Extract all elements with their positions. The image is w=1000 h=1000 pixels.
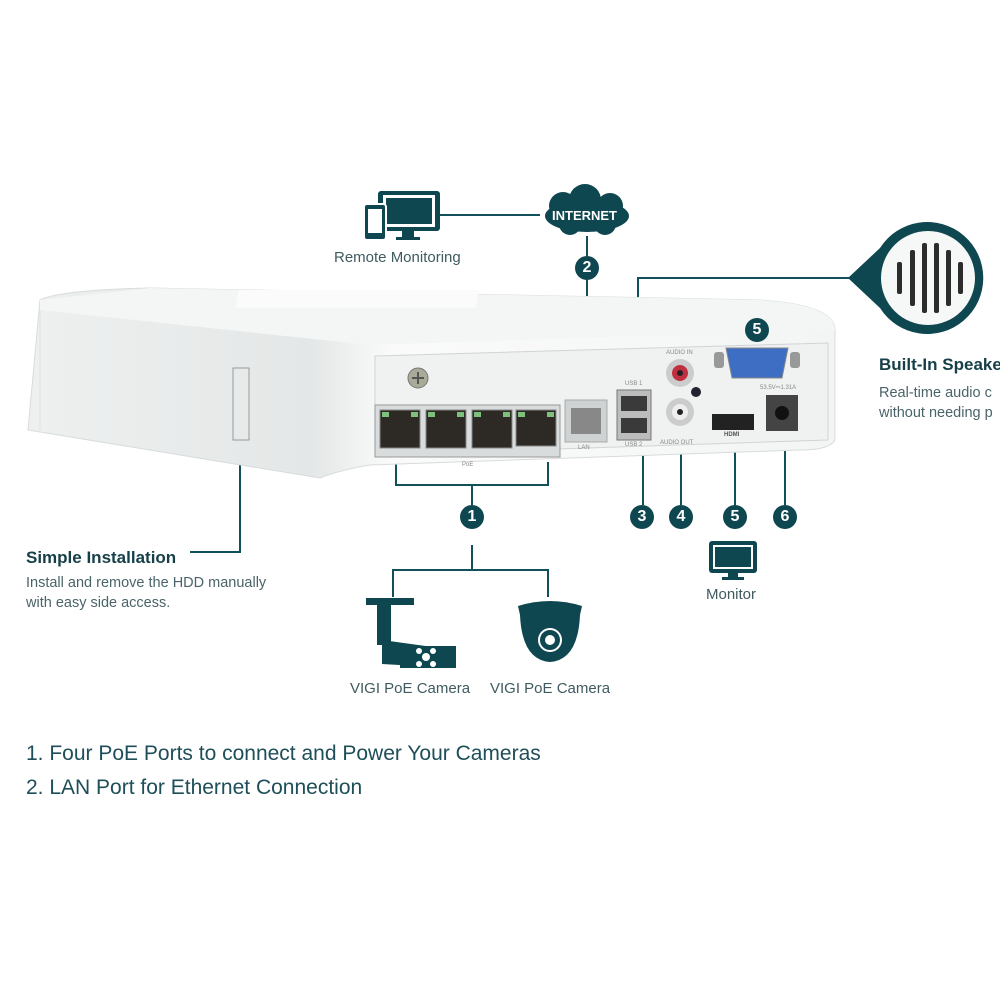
port-label-usb2: USB 2 [625,442,643,448]
speaker-desc-line1: Real-time audio c [879,385,992,401]
feature-item-1: 1. Four PoE Ports to connect and Power Y… [26,742,541,765]
port-label-audio-out: AUDIO OUT [660,440,694,446]
feature-item-2: 2. LAN Port for Ethernet Connection [26,776,363,799]
speaker-title: Built-In Speake [879,355,1000,374]
badge-6: 6 [773,505,797,529]
installation-desc-line2: with easy side access. [26,595,171,611]
badge-4: 4 [669,505,693,529]
monitor-label: Monitor [706,586,757,603]
port-label-lan: LAN [578,445,590,451]
port-label-poe: PoE [462,462,474,468]
speaker-desc-line2: without needing p [879,405,993,421]
installation-desc-line1: Install and remove the HDD manually [26,575,267,591]
port-label-audio-in: AUDIO IN [666,350,693,356]
internet-label: INTERNET [552,208,617,223]
badge-2: 2 [575,256,599,280]
badge-5-hdmi: 5 [723,505,747,529]
badge-1: 1 [460,505,484,529]
port-label-usb1: USB 1 [625,381,643,387]
remote-monitoring-label: Remote Monitoring [334,249,461,266]
camera-label-dome: VIGI PoE Camera [490,680,611,697]
installation-title: Simple Installation [26,548,177,567]
badge-5-vga: 5 [745,318,769,342]
camera-label-bullet: VIGI PoE Camera [350,680,471,697]
port-label-hdmi: HDMI [724,432,740,438]
port-label-power: 53.5V⎓1.31A [760,385,797,391]
badge-3: 3 [630,505,654,529]
